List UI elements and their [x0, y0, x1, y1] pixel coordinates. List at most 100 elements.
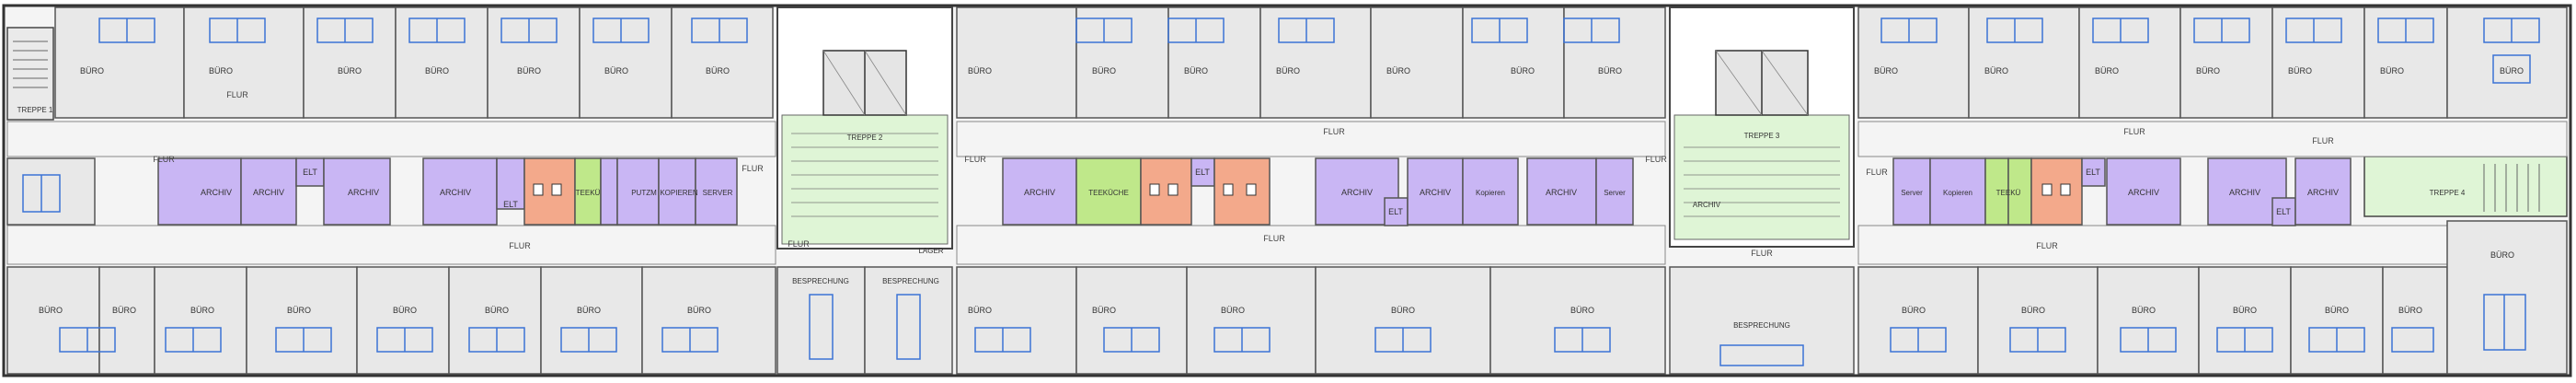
archiv-4: ARCHIV [440, 188, 471, 197]
svg-text:BÜRO: BÜRO [2500, 66, 2524, 75]
svg-text:BÜRO: BÜRO [1386, 66, 1410, 75]
putzm-1: PUTZM [631, 189, 657, 197]
svg-text:BÜRO: BÜRO [2021, 306, 2045, 315]
svg-text:BÜRO: BÜRO [517, 66, 541, 75]
stair-2-landing [781, 114, 949, 245]
server-1: SERVER [703, 189, 733, 197]
corridors [6, 121, 2568, 265]
elt-4: ELT [1388, 207, 1403, 216]
svg-text:BESPRECHUNG: BESPRECHUNG [882, 277, 939, 285]
upper-office-band [54, 6, 2568, 119]
svg-text:BÜRO: BÜRO [209, 66, 233, 75]
treppe-2-label: TREPPE 2 [847, 133, 883, 142]
svg-text:BÜRO: BÜRO [1511, 66, 1535, 75]
treppe-4-label: TREPPE 4 [2430, 189, 2466, 197]
archiv-7: ARCHIV [1420, 188, 1451, 197]
elt-5: ELT [2086, 168, 2100, 177]
svg-text:BÜRO: BÜRO [687, 306, 711, 315]
svg-text:BÜRO: BÜRO [425, 66, 449, 75]
svg-text:BÜRO: BÜRO [1276, 66, 1300, 75]
svg-text:BÜRO: BÜRO [39, 306, 63, 315]
teekue-1: TEEKÜ [576, 189, 601, 197]
svg-text:BÜRO: BÜRO [1391, 306, 1415, 315]
svg-text:BÜRO: BÜRO [1221, 306, 1245, 315]
svg-text:FLUR: FLUR [1866, 168, 1888, 177]
svg-text:BÜRO: BÜRO [338, 66, 362, 75]
elt-3: ELT [1195, 168, 1210, 177]
svg-text:BESPRECHUNG: BESPRECHUNG [1733, 321, 1790, 330]
svg-text:BÜRO: BÜRO [287, 306, 311, 315]
svg-text:FLUR: FLUR [2123, 127, 2145, 136]
elt-1: ELT [303, 168, 317, 177]
svg-text:BÜRO: BÜRO [706, 66, 730, 75]
svg-text:FLUR: FLUR [1645, 155, 1667, 164]
svg-text:BÜRO: BÜRO [80, 66, 104, 75]
desk-clusters-lower [59, 294, 2526, 366]
upper-office-labels: BÜRO BÜRO BÜRO BÜRO BÜRO BÜRO BÜRO BÜRO … [80, 66, 2524, 75]
svg-text:BÜRO: BÜRO [1092, 306, 1116, 315]
svg-text:BÜRO: BÜRO [1874, 66, 1898, 75]
lower-office-band [6, 220, 2568, 375]
svg-text:BÜRO: BÜRO [2233, 306, 2257, 315]
svg-text:BÜRO: BÜRO [1598, 66, 1622, 75]
wc-fixtures [533, 183, 2071, 196]
archiv-1: ARCHIV [201, 188, 232, 197]
teekueche-1: TEEKÜCHE [1088, 189, 1129, 197]
elt-6: ELT [2276, 207, 2291, 216]
lager-label: LAGER [918, 247, 943, 255]
svg-text:BÜRO: BÜRO [2325, 306, 2349, 315]
svg-text:FLUR: FLUR [2036, 241, 2058, 250]
svg-text:BÜRO: BÜRO [1902, 306, 1926, 315]
svg-text:BÜRO: BÜRO [1984, 66, 2008, 75]
middle-core-3 [1892, 157, 2352, 226]
svg-text:FLUR: FLUR [226, 90, 248, 99]
svg-text:FLUR: FLUR [788, 239, 810, 249]
server-3: Server [1901, 189, 1923, 197]
svg-text:BÜRO: BÜRO [112, 306, 136, 315]
svg-text:BESPRECHUNG: BESPRECHUNG [792, 277, 849, 285]
archiv-11: ARCHIV [2307, 188, 2339, 197]
server-2: Server [1604, 189, 1626, 197]
desk-clusters-upper [22, 17, 2540, 213]
stair-3-landing [1673, 114, 1850, 240]
svg-text:BÜRO: BÜRO [2132, 306, 2156, 315]
svg-text:BÜRO: BÜRO [485, 306, 509, 315]
archiv-5: ARCHIV [1024, 188, 1055, 197]
svg-text:BÜRO: BÜRO [2380, 66, 2404, 75]
kopieren-1: KOPIEREN [660, 189, 698, 197]
svg-text:BÜRO: BÜRO [190, 306, 214, 315]
svg-text:BÜRO: BÜRO [2095, 66, 2119, 75]
svg-text:BÜRO: BÜRO [2196, 66, 2220, 75]
svg-text:FLUR: FLUR [964, 155, 986, 164]
treppe-1-label: TREPPE 1 [17, 106, 53, 114]
svg-text:BÜRO: BÜRO [604, 66, 628, 75]
svg-text:BÜRO: BÜRO [2490, 250, 2514, 260]
elt-2: ELT [503, 200, 518, 209]
svg-text:FLUR: FLUR [509, 241, 531, 250]
svg-text:FLUR: FLUR [153, 155, 175, 164]
svg-text:BÜRO: BÜRO [2398, 306, 2422, 315]
flur-labels: FLUR FLUR FLUR FLUR FLUR FLUR FLUR FLUR … [153, 90, 2334, 258]
svg-text:BÜRO: BÜRO [1184, 66, 1208, 75]
svg-text:FLUR: FLUR [1323, 127, 1345, 136]
archiv-label-stair3: ARCHIV [1693, 201, 1721, 209]
svg-text:FLUR: FLUR [742, 164, 764, 173]
stair-4 [2363, 156, 2568, 217]
archiv-9: ARCHIV [2128, 188, 2159, 197]
lower-office-labels: BÜRO BÜRO BÜRO BÜRO BÜRO BÜRO BÜRO BÜRO … [39, 250, 2514, 330]
svg-text:BÜRO: BÜRO [393, 306, 417, 315]
kopieren-3: Kopieren [1943, 189, 1972, 197]
teekue-2: TEEKÜ [1996, 189, 2021, 197]
svg-text:FLUR: FLUR [1751, 249, 1773, 258]
left-end-room [6, 157, 96, 226]
treppe-3-label: TREPPE 3 [1744, 132, 1780, 140]
archiv-6: ARCHIV [1341, 188, 1373, 197]
svg-text:BÜRO: BÜRO [968, 306, 992, 315]
middle-core-2 [1002, 157, 1634, 226]
archiv-2: ARCHIV [253, 188, 284, 197]
svg-text:FLUR: FLUR [1263, 234, 1285, 243]
svg-text:FLUR: FLUR [2312, 136, 2334, 145]
svg-text:BÜRO: BÜRO [577, 306, 601, 315]
svg-text:BÜRO: BÜRO [2288, 66, 2312, 75]
